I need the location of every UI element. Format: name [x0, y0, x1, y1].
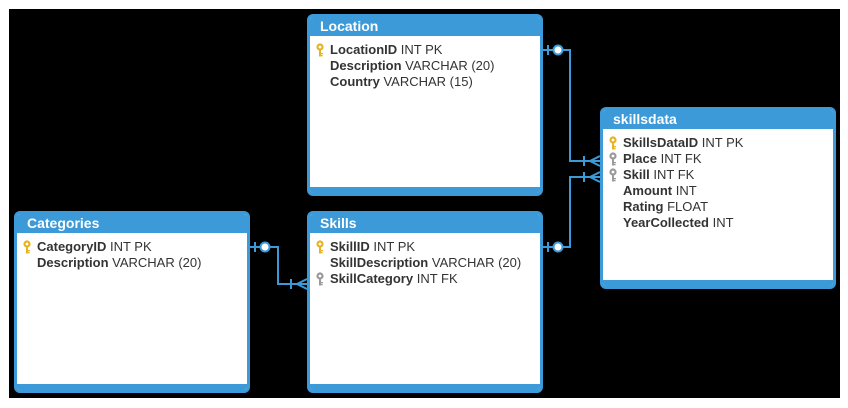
field-name: Description: [37, 255, 109, 270]
field-row[interactable]: Place INT FK: [603, 151, 833, 167]
field-type: INT: [675, 183, 697, 198]
field-name: SkillDescription: [330, 255, 429, 270]
field-type: INT FK: [653, 167, 695, 182]
field-type: VARCHAR (20): [112, 255, 202, 270]
table-location-title: Location: [310, 17, 540, 36]
field-type: INT PK: [701, 135, 744, 150]
field-row[interactable]: CategoryID INT PK: [17, 239, 247, 255]
field-row[interactable]: Description VARCHAR (20): [17, 255, 247, 271]
field-row[interactable]: YearCollected INT: [603, 215, 833, 231]
field-row[interactable]: SkillsDataID INT PK: [603, 135, 833, 151]
field-row[interactable]: LocationID INT PK: [310, 42, 540, 58]
table-skillsdata-title: skillsdata: [603, 110, 833, 129]
field-row[interactable]: Rating FLOAT: [603, 199, 833, 215]
table-skillsdata-footer: [603, 280, 833, 286]
field-type: VARCHAR (15): [383, 74, 473, 89]
field-name: Rating: [623, 199, 664, 214]
field-type: FLOAT: [667, 199, 709, 214]
table-location-footer: [310, 187, 540, 193]
table-skills-footer: [310, 384, 540, 390]
table-skills-title: Skills: [310, 214, 540, 233]
field-type: VARCHAR (20): [431, 255, 522, 270]
field-name: SkillID: [330, 239, 370, 254]
field-type: INT FK: [660, 151, 702, 166]
field-type: INT FK: [416, 271, 458, 286]
field-row[interactable]: Country VARCHAR (15): [310, 74, 540, 90]
field-name: SkillsDataID: [623, 135, 699, 150]
field-row[interactable]: Amount INT: [603, 183, 833, 199]
field-row[interactable]: SkillID INT PK: [310, 239, 540, 255]
field-type: INT PK: [373, 239, 416, 254]
field-name: LocationID: [330, 42, 398, 57]
field-name: CategoryID: [37, 239, 107, 254]
field-name: Place: [623, 151, 657, 166]
field-name: Skill: [623, 167, 650, 182]
field-type: INT PK: [109, 239, 152, 254]
field-row[interactable]: Description VARCHAR (20): [310, 58, 540, 74]
field-name: YearCollected: [623, 215, 709, 230]
field-row[interactable]: Skill INT FK: [603, 167, 833, 183]
field-type: VARCHAR (20): [405, 58, 495, 73]
field-name: Amount: [623, 183, 673, 198]
field-name: Description: [330, 58, 402, 73]
field-name: Country: [330, 74, 380, 89]
field-row[interactable]: SkillCategory INT FK: [310, 271, 540, 287]
field-type: INT: [712, 215, 734, 230]
field-type: INT PK: [400, 42, 443, 57]
field-row[interactable]: SkillDescription VARCHAR (20): [310, 255, 540, 271]
table-categories-title: Categories: [17, 214, 247, 233]
field-name: SkillCategory: [330, 271, 414, 286]
table-categories-footer: [17, 384, 247, 390]
